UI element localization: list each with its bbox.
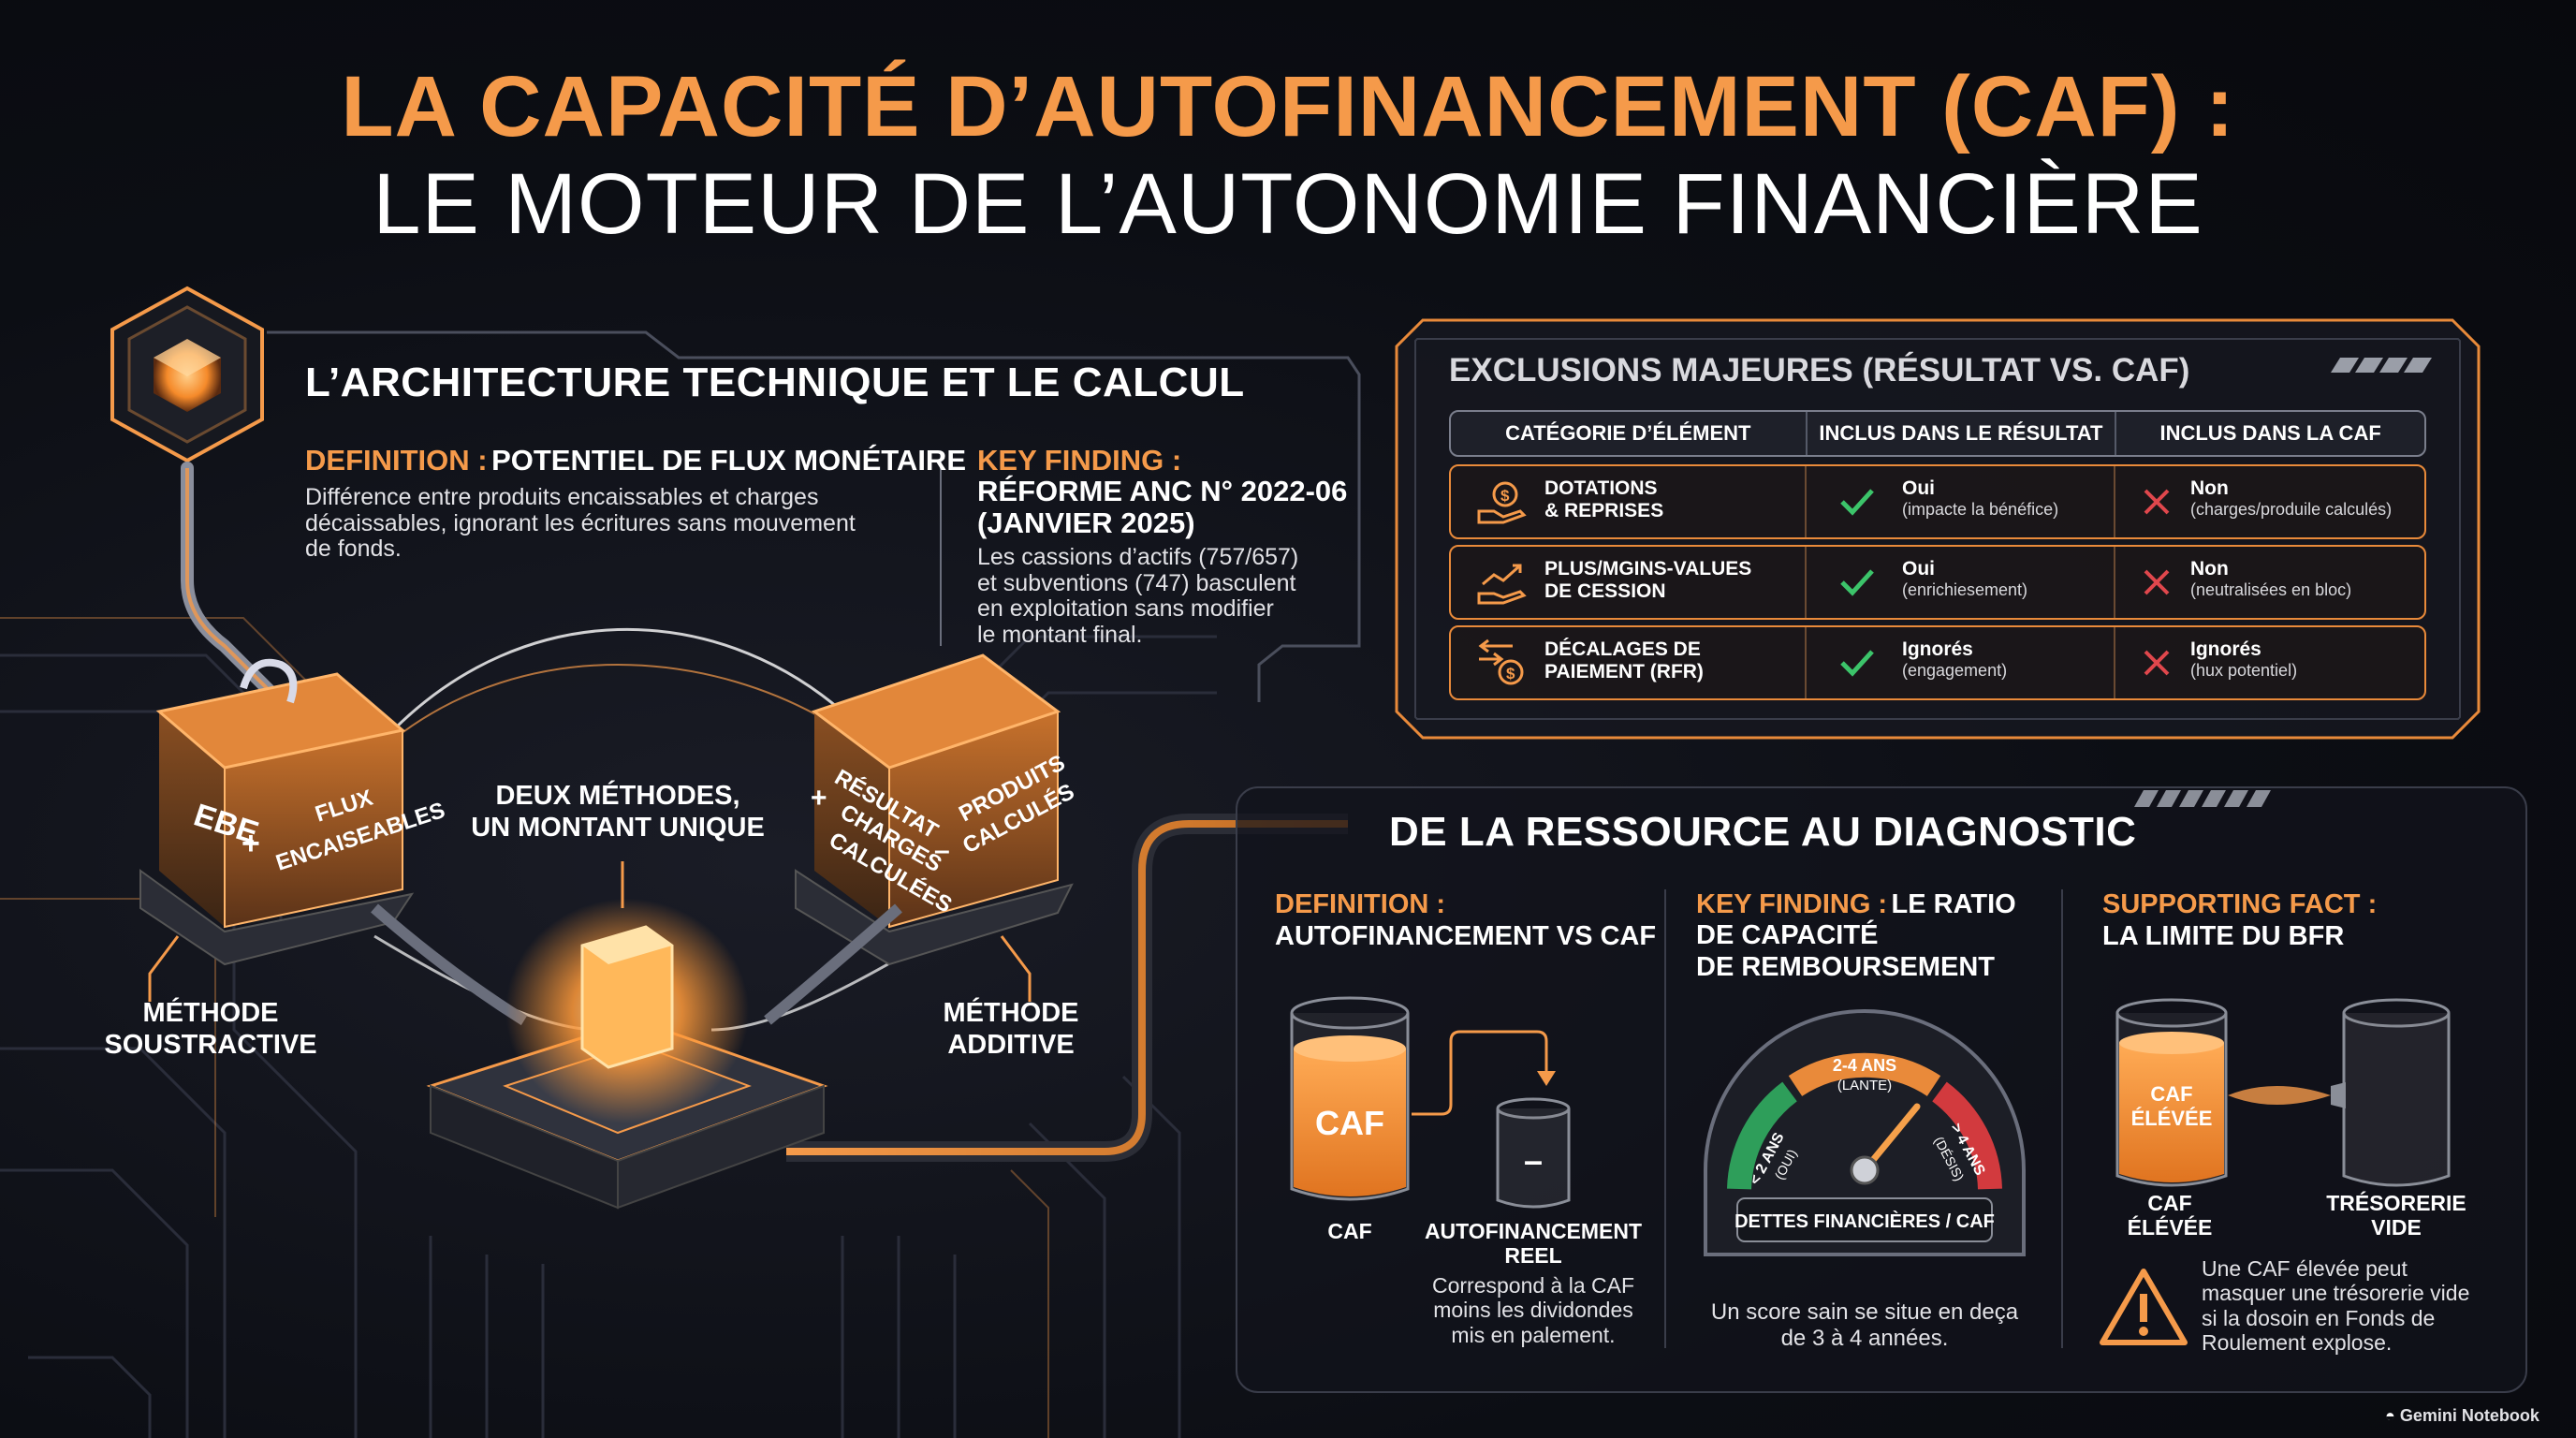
col2-title: KEY FINDING : LE RATIO DE CAPACITÉ DE RE… bbox=[1696, 889, 2016, 982]
col1-label: DEFINITION : bbox=[1275, 889, 1446, 919]
column-header-category: CATÉGORIE D’ÉLÉMENT bbox=[1505, 421, 1751, 445]
right-cube-plus: + bbox=[811, 783, 827, 814]
cross-icon bbox=[2144, 569, 2170, 595]
trend-hand-icon bbox=[1477, 564, 1527, 605]
cross-icon bbox=[2144, 650, 2170, 676]
caf-note: (neutralisées en bloc) bbox=[2190, 580, 2352, 599]
architecture-definition-title: DEFINITION : POTENTIEL DE FLUX MONÉTAIRE bbox=[305, 444, 966, 477]
warning-icon bbox=[2100, 1269, 2188, 1345]
check-icon bbox=[1840, 489, 1874, 516]
col3-caption-caf: CAF ÉLÉVÉE bbox=[2127, 1191, 2213, 1240]
column-header-caf: INCLUS DANS LA CAF bbox=[2115, 412, 2424, 455]
glass-comparison-illustration: CAF – bbox=[1290, 996, 1571, 1209]
small-glass-label: – bbox=[1524, 1141, 1543, 1180]
result-note: (engagement) bbox=[1902, 661, 2008, 680]
center-label: DEUX MÉTHODES, UN MONTANT UNIQUE bbox=[471, 781, 765, 843]
svg-text:CAF: CAF bbox=[2150, 1082, 2192, 1106]
big-glass-label: CAF bbox=[1315, 1104, 1384, 1142]
svg-text:2-4 ANS: 2-4 ANS bbox=[1833, 1056, 1896, 1075]
table-row: $ DOTATIONS & REPRISES Oui (impacte la b… bbox=[1449, 464, 2426, 539]
check-icon bbox=[1840, 650, 1874, 677]
definition-label: DEFINITION : bbox=[305, 444, 488, 477]
svg-text:$: $ bbox=[1506, 665, 1515, 682]
left-method-label: MÉTHODE SOUSTRACTIVE bbox=[104, 998, 317, 1060]
key-finding-title: RÉFORME ANC N° 2022-06 (JANVIER 2025) bbox=[977, 475, 1348, 540]
svg-text:$: $ bbox=[1500, 487, 1510, 505]
svg-text:ÉLÉVÉE: ÉLÉVÉE bbox=[2131, 1107, 2213, 1130]
main-title-line1: LA CAPACITÉ D’AUTOFINANCEMENT (CAF) : bbox=[341, 59, 2235, 154]
exclusions-heading: EXCLUSIONS MAJEURES (RÉSULTAT VS. CAF) bbox=[1449, 352, 2190, 389]
architecture-heading: L’ARCHITECTURE TECHNIQUE ET LE CALCUL bbox=[305, 360, 1245, 405]
bfr-glass-illustration: CAF ÉLÉVÉE bbox=[2115, 998, 2451, 1187]
col1-caption-caf: CAF bbox=[1327, 1219, 1372, 1243]
result-note: (impacte la bénéfice) bbox=[1902, 500, 2059, 519]
col2-text: Un score sain se situe en deça de 3 à 4 … bbox=[1710, 1299, 2019, 1351]
table-row: PLUS/MGINS-VALUES DE CESSION Oui (enrich… bbox=[1449, 545, 2426, 620]
result-value: Oui bbox=[1902, 558, 1935, 580]
definition-text: Différence entre produits encaissables e… bbox=[305, 484, 856, 562]
coin-hand-icon: $ bbox=[1477, 481, 1527, 524]
main-title-line2: LE MOTEUR DE L’AUTONOMIE FINANCIÈRE bbox=[373, 156, 2203, 252]
caf-value: Non bbox=[2190, 558, 2229, 580]
definition-title: POTENTIEL DE FLUX MONÉTAIRE bbox=[491, 444, 966, 477]
col1-text: Correspond à la CAF moins les dividondes… bbox=[1431, 1273, 1635, 1347]
brand-watermark: ◓ Gemini Notebook bbox=[2385, 1406, 2539, 1425]
caf-note: (charges/produile calculés) bbox=[2190, 500, 2393, 519]
right-cube-minus: – bbox=[934, 835, 950, 866]
left-method-cube: EBE + FLUX ENCAISEABLES bbox=[139, 658, 448, 966]
col3-text: Une CAF élevée peut masquer une trésorer… bbox=[2202, 1256, 2470, 1356]
svg-text:(LANTE): (LANTE) bbox=[1837, 1078, 1892, 1093]
col2-label: KEY FINDING : bbox=[1696, 889, 1888, 919]
gauge-caption: DETTES FINANCIÈRES / CAF bbox=[1734, 1211, 1995, 1232]
central-hub bbox=[426, 861, 828, 1210]
cube-hexagon-icon bbox=[110, 286, 264, 463]
result-value: Oui bbox=[1902, 477, 1935, 499]
result-note: (enrichiesement) bbox=[1902, 580, 2028, 599]
right-method-label: MÉTHODE ADDITIVE bbox=[943, 998, 1079, 1060]
brand-logo-icon: ◓ bbox=[2385, 1406, 2395, 1425]
left-cube-plus: + bbox=[242, 826, 260, 861]
arrows-coin-icon: $ bbox=[1478, 638, 1524, 685]
result-value: Ignorés bbox=[1902, 638, 1973, 660]
diagnostic-heading: DE LA RESSOURCE AU DIAGNOSTIC bbox=[1389, 809, 2137, 855]
table-row: $ DÉCALAGES DE PAIEMENT (RFR) Ignorés (e… bbox=[1449, 625, 2426, 700]
caf-value: Non bbox=[2190, 477, 2229, 499]
exclusions-table-header: CATÉGORIE D’ÉLÉMENT INCLUS DANS LE RÉSUL… bbox=[1449, 410, 2426, 457]
key-finding-text: Les cassions d’actifs (757/657) et subve… bbox=[977, 544, 1299, 648]
col3-label: SUPPORTING FACT : bbox=[2102, 889, 2378, 919]
column-header-result: INCLUS DANS LE RÉSULTAT bbox=[1805, 412, 2115, 455]
col1-title: AUTOFINANCEMENT VS CAF bbox=[1275, 921, 1657, 951]
panel-stripes-decoration bbox=[2134, 790, 2271, 807]
key-finding-label: KEY FINDING : bbox=[977, 444, 1182, 477]
check-icon bbox=[1840, 569, 1874, 596]
right-method-cube: RÉSULTAT + CHARGES CALCULÉES – PRODUITS … bbox=[795, 653, 1078, 966]
repayment-ratio-gauge: 2-4 ANS (LANTE) < 2 ANS (OUI) > 4 ANS (D… bbox=[1704, 1009, 2026, 1256]
caf-value: Ignorés bbox=[2190, 638, 2261, 660]
caf-note: (hux potentiel) bbox=[2190, 661, 2298, 680]
col3-title: LA LIMITE DU BFR bbox=[2102, 921, 2345, 951]
col3-caption-tresorerie: TRÉSORERIE VIDE bbox=[2326, 1191, 2466, 1240]
cross-icon bbox=[2144, 489, 2170, 515]
col1-caption-autofinancement: AUTOFINANCEMENT REEL bbox=[1424, 1219, 1643, 1269]
